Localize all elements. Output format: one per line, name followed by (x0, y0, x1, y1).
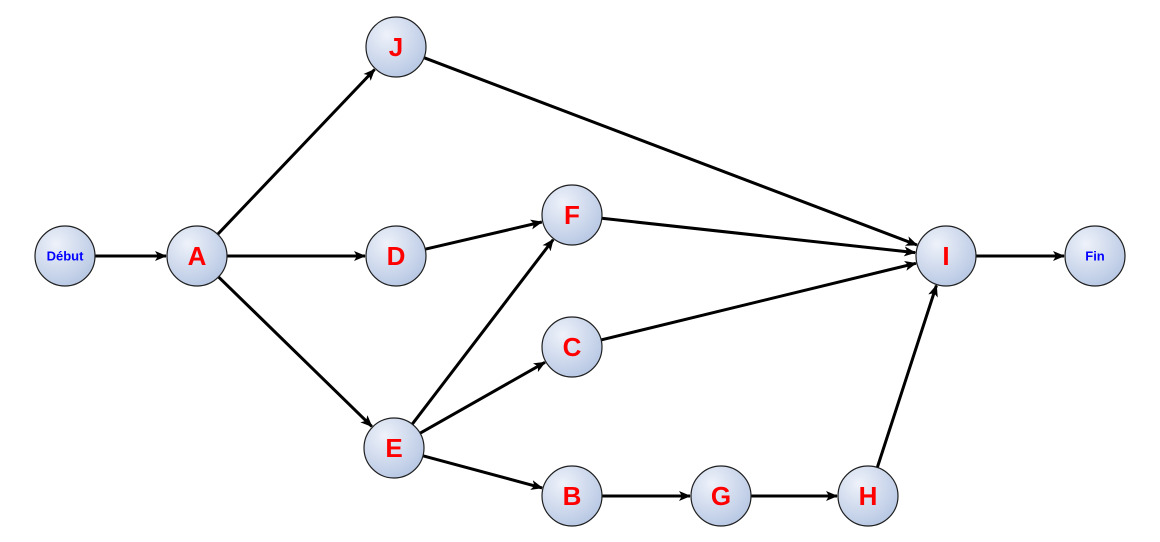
node-e-label: E (385, 433, 402, 463)
edge-d-to-f (424, 219, 543, 251)
node-d: D (365, 225, 427, 287)
node-b: B (541, 465, 603, 527)
node-e: E (363, 417, 425, 479)
edge-e-to-b (422, 454, 544, 490)
edge-a-to-j (216, 68, 376, 236)
edge-a-to-e (217, 275, 373, 428)
node-fin: Fin (1064, 225, 1126, 287)
node-c: C (541, 316, 603, 378)
edge-f-to-i (601, 216, 917, 257)
node-i: I (915, 225, 977, 287)
node-a: A (166, 225, 228, 287)
edge-e-to-f (411, 238, 555, 426)
node-i-label: I (942, 241, 949, 271)
node-g: G (690, 465, 752, 527)
edge-e-to-c (419, 360, 546, 435)
node-f-label: F (564, 200, 580, 230)
edge-h-to-i (875, 284, 938, 468)
node-h: H (837, 465, 899, 527)
node-a-label: A (188, 241, 207, 271)
node-c-label: C (563, 332, 582, 362)
edge-j-to-i (423, 56, 918, 247)
nodes-layer: Début A J D E F C B (34, 16, 1126, 527)
node-b-label: B (563, 481, 582, 511)
node-fin-label: Fin (1085, 249, 1105, 264)
node-f: F (541, 184, 603, 246)
edge-c-to-i (600, 261, 917, 342)
node-h-label: H (859, 481, 878, 511)
node-j-label: J (389, 32, 403, 62)
node-g-label: G (711, 481, 731, 511)
node-d-label: D (387, 241, 406, 271)
edges-layer (95, 56, 1065, 501)
node-debut-label: Début (47, 249, 85, 264)
node-j: J (365, 16, 427, 78)
node-debut: Début (34, 225, 96, 287)
